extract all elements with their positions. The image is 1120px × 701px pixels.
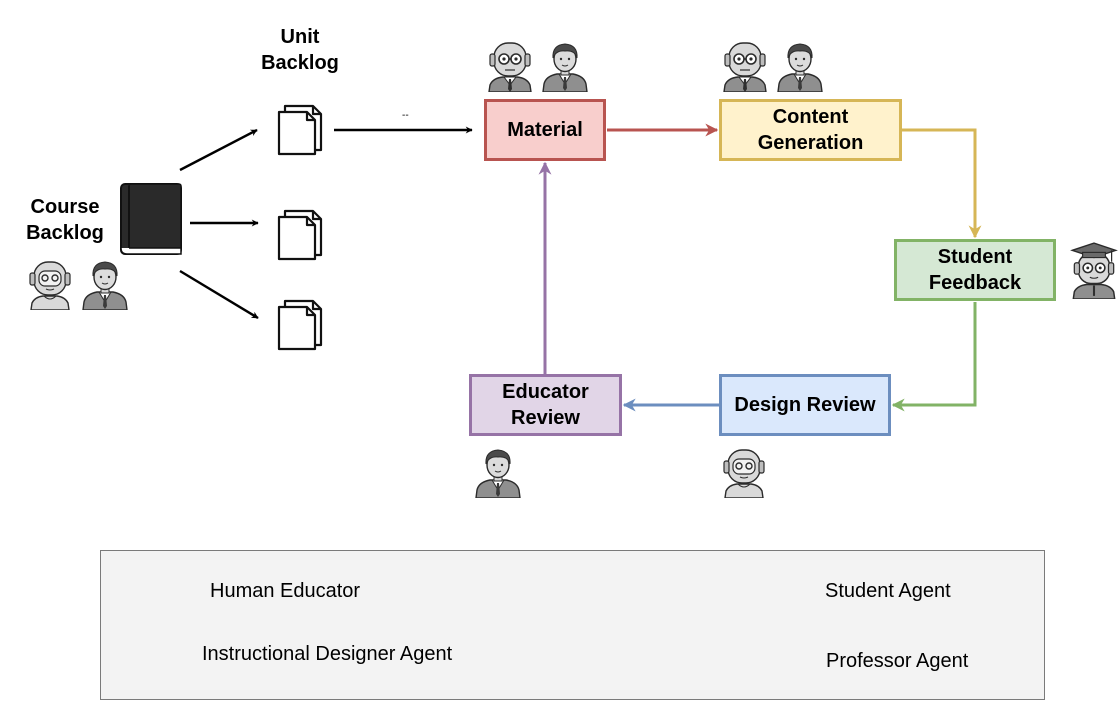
human-educator-icon	[475, 449, 521, 498]
node-material-label: Material	[507, 119, 583, 141]
node-content-generation-label: Content Generation	[757, 106, 864, 154]
document-stack-icon	[277, 209, 323, 261]
node-design-review[interactable]: Design Review	[719, 374, 891, 436]
node-design-review-label: Design Review	[734, 394, 876, 416]
course-backlog-label: Course Backlog	[15, 194, 115, 246]
unit-backlog-label-line1: Unit	[280, 26, 320, 48]
instructional-designer-agent-icon	[723, 449, 765, 498]
legend-student-agent: Student Agent	[825, 580, 951, 602]
arrow-book-to-unit-3	[179, 269, 259, 320]
arrow-content-generation-to-student-feedback	[902, 128, 982, 239]
node-content-generation[interactable]: Content Generation	[719, 99, 902, 161]
arrow-tag: --	[402, 110, 409, 121]
node-student-feedback[interactable]: Student Feedback	[894, 239, 1056, 301]
legend-instructional-designer-agent: Instructional Designer Agent	[202, 643, 453, 665]
node-material[interactable]: Material	[484, 99, 606, 161]
document-stack-icon	[277, 104, 323, 156]
professor-agent-icon	[723, 42, 767, 92]
legend	[100, 550, 1045, 700]
course-backlog-label-line2: Backlog	[26, 222, 104, 244]
legend-professor-agent: Professor Agent	[826, 650, 969, 672]
human-educator-icon	[82, 261, 128, 310]
unit-backlog-label-line2: Backlog	[261, 52, 339, 74]
node-student-feedback-label: Student Feedback	[928, 246, 1022, 294]
arrow-student-feedback-to-design-review	[891, 302, 977, 412]
human-educator-icon	[542, 43, 588, 92]
professor-agent-icon	[488, 42, 532, 92]
instructional-designer-agent-icon	[29, 261, 71, 310]
unit-backlog-label: Unit Backlog	[250, 24, 350, 76]
document-stack-icon	[277, 299, 323, 351]
book-icon	[120, 183, 182, 255]
arrow-book-to-unit-1	[179, 128, 258, 172]
legend-human-educator: Human Educator	[210, 580, 361, 602]
human-educator-icon	[777, 43, 823, 92]
node-educator-review[interactable]: Educator Review	[469, 374, 622, 436]
student-agent-icon	[1071, 242, 1117, 299]
node-educator-review-label: Educator Review	[502, 381, 589, 429]
course-backlog-label-line1: Course	[30, 196, 100, 218]
